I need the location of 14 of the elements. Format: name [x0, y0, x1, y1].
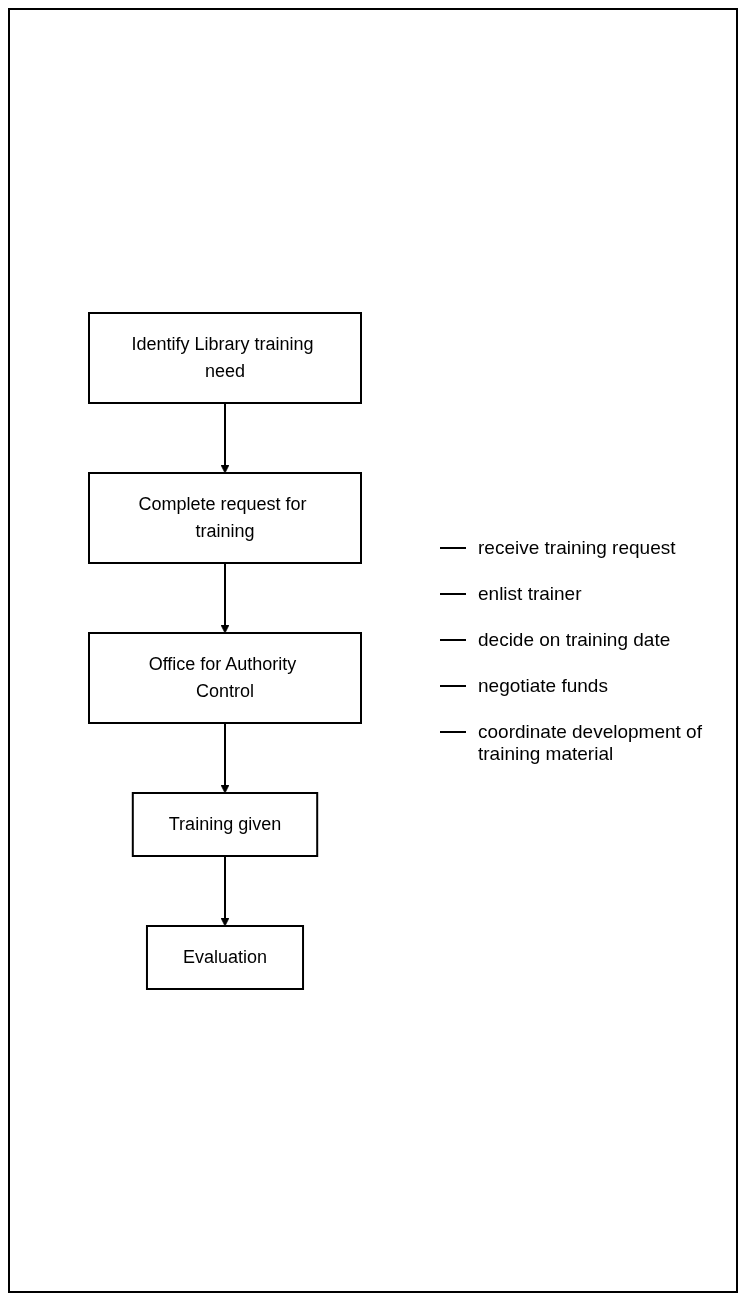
- node-box: Office for Authority Control: [88, 631, 362, 724]
- arrow: [220, 721, 230, 793]
- arrow: [220, 401, 230, 473]
- node-box: Complete request for training: [88, 471, 362, 564]
- task-label: enlist trainer: [478, 582, 582, 605]
- arrow: [220, 854, 230, 926]
- node-box: Identify Library training need: [88, 311, 362, 404]
- node-box: Training given: [131, 791, 319, 857]
- node-box: Evaluation: [145, 924, 305, 990]
- task-label: coordinate development of training material: [478, 720, 703, 765]
- task-label: decide on training date: [478, 628, 671, 651]
- task-label: negotiate funds: [478, 674, 608, 697]
- task-label: receive training request: [478, 536, 676, 559]
- arrow: [220, 561, 230, 633]
